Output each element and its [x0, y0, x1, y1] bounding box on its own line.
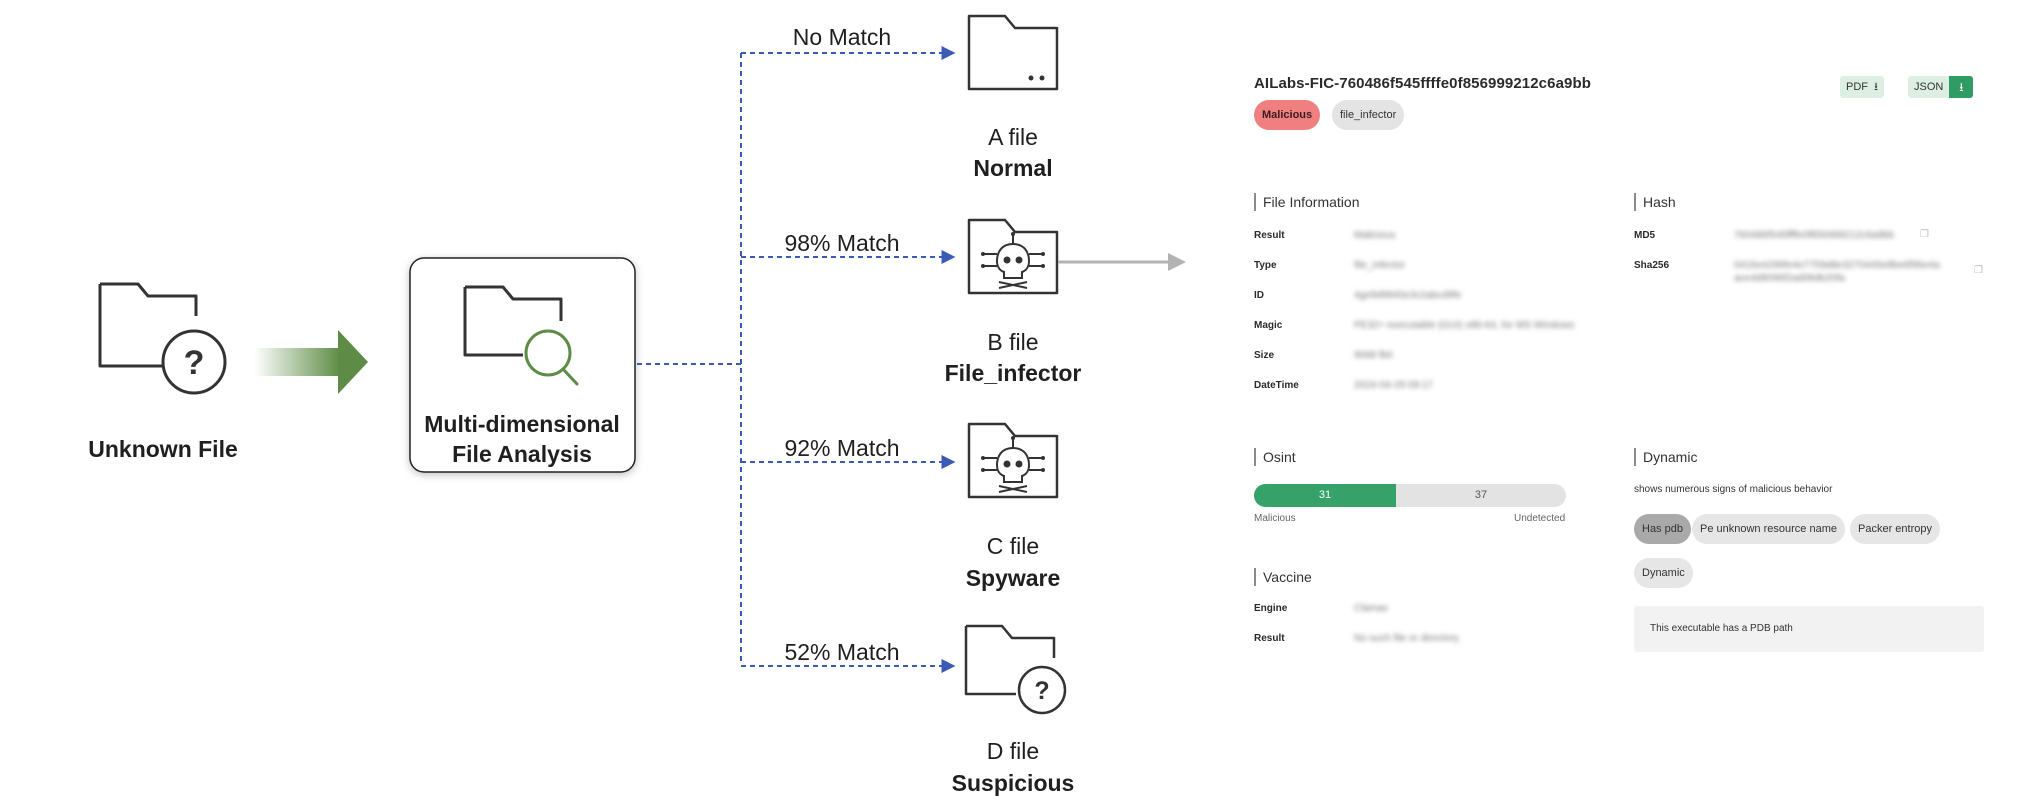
hash-title: Hash: [1634, 193, 1676, 211]
info-value-size: 9068 fbit: [1354, 350, 1393, 361]
malicious-verdict-pill: Malicious: [1254, 100, 1321, 130]
download-icon: ⭳: [1874, 81, 1878, 93]
download-icon: ⭳: [1949, 76, 1974, 98]
hash-label-sha256: Sha256: [1634, 260, 1670, 271]
analysis-box: Multi-dimensional File Analysis: [409, 257, 636, 473]
osint-undetected-count: 37: [1474, 489, 1488, 501]
folder-search-icon: [463, 285, 579, 386]
match-label-d: 52% Match: [784, 639, 899, 665]
skull-circuit-folder-icon: [967, 218, 1059, 295]
info-label-type: Type: [1254, 260, 1277, 271]
info-label-result: Result: [1254, 230, 1285, 241]
osint-undetected-label: Undetected: [1514, 513, 1566, 524]
signature-detail-text: This executable has a PDB path: [1650, 623, 1793, 634]
dynamic-chip-pe-unknown-resource[interactable]: Pe unknown resource name: [1692, 514, 1845, 544]
unknown-file-icon: ?: [98, 282, 227, 395]
folder-icon: [967, 14, 1059, 91]
hash-label-md5: MD5: [1634, 230, 1656, 241]
hash-value-sha256-line2: ace4d8096f2ad08db20fa: [1734, 273, 1845, 284]
dynamic-title: Dynamic: [1634, 448, 1697, 466]
hash-value-md5: 760486f545ffffe0f856999212c6a9bb: [1734, 230, 1895, 241]
report-file-id: AILabs-FIC-760486f545ffffe0f856999212c6a…: [1254, 75, 1591, 92]
osint-detection-bar: 31 37: [1254, 484, 1566, 507]
analysis-flow-diagram: ? Unknown File Multi-dimensional File An…: [88, 14, 1186, 796]
verdict-d: Suspicious: [952, 770, 1075, 796]
info-value-magic: PE32+ executable (GUI) x86-64, for MS Wi…: [1354, 320, 1575, 331]
info-value-result: Malicious: [1354, 230, 1396, 241]
svg-text:?: ?: [184, 344, 205, 382]
verdict-c: Spyware: [966, 565, 1061, 591]
copy-icon[interactable]: ❐: [1974, 265, 1983, 276]
json-download-label: JSON: [1914, 81, 1944, 93]
info-value-id: 4ge9d9840e3c2abcd9fe: [1354, 290, 1462, 301]
info-label-magic: Magic: [1254, 320, 1283, 331]
info-value-type: file_infector: [1354, 260, 1406, 271]
info-label-id: ID: [1254, 290, 1264, 301]
signature-detail-box: This executable has a PDB path: [1634, 606, 1984, 652]
analysis-report-panel: AILabs-FIC-760486f545ffffe0f856999212c6a…: [1254, 60, 1984, 700]
green-flow-arrow: [254, 330, 368, 394]
match-label-a: No Match: [793, 24, 891, 50]
osint-malicious-label: Malicious: [1254, 513, 1296, 524]
json-download-button[interactable]: JSON ⭳: [1908, 76, 1974, 98]
skull-circuit-folder-icon: [967, 422, 1059, 499]
verdict-b: File_infector: [945, 360, 1082, 386]
info-label-datetime: DateTime: [1254, 380, 1299, 391]
file-information-title: File Information: [1254, 193, 1359, 211]
file-label-a: A file: [988, 124, 1038, 150]
svg-text:?: ?: [1034, 677, 1049, 705]
dynamic-chip-dynamic[interactable]: Dynamic: [1634, 558, 1693, 588]
info-value-datetime: 2024-04-29 09:17: [1354, 380, 1433, 391]
match-label-b: 98% Match: [784, 230, 899, 256]
pdf-download-button[interactable]: PDF ⭳: [1840, 76, 1884, 98]
hash-value-sha256-line1: 0416e4296fe4e7759d8e3270445e8be6f96e4a: [1734, 260, 1940, 271]
grey-arrow-to-report: [1058, 253, 1186, 271]
file-label-b: B file: [987, 329, 1038, 355]
vaccine-value-engine: Clamav: [1354, 603, 1388, 614]
analysis-box-label-line2: File Analysis: [452, 441, 592, 467]
analysis-box-label-line1: Multi-dimensional: [424, 411, 620, 437]
osint-malicious-count: 31: [1318, 489, 1332, 501]
file-label-c: C file: [987, 533, 1039, 559]
vaccine-title: Vaccine: [1254, 568, 1312, 586]
vaccine-label-result: Result: [1254, 633, 1285, 644]
file-type-pill: file_infector: [1332, 100, 1405, 130]
vaccine-value-result: No such file or directory: [1354, 633, 1460, 644]
unknown-file-label: Unknown File: [88, 436, 238, 462]
question-folder-icon: ?: [964, 624, 1067, 715]
pdf-download-label: PDF: [1846, 81, 1868, 93]
osint-title: Osint: [1254, 448, 1296, 466]
copy-icon[interactable]: ❐: [1920, 229, 1929, 240]
match-label-c: 92% Match: [784, 435, 899, 461]
verdict-a: Normal: [973, 155, 1052, 181]
osint-malicious-fill: [1254, 484, 1396, 507]
info-label-size: Size: [1254, 350, 1275, 361]
dynamic-chip-has-pdb[interactable]: Has pdb: [1634, 514, 1691, 544]
file-label-d: D file: [987, 738, 1039, 764]
branch-connectors: [637, 46, 956, 673]
dynamic-chip-packer-entropy[interactable]: Packer entropy: [1850, 514, 1940, 544]
dynamic-summary: shows numerous signs of malicious behavi…: [1634, 484, 1833, 495]
vaccine-label-engine: Engine: [1254, 603, 1288, 614]
